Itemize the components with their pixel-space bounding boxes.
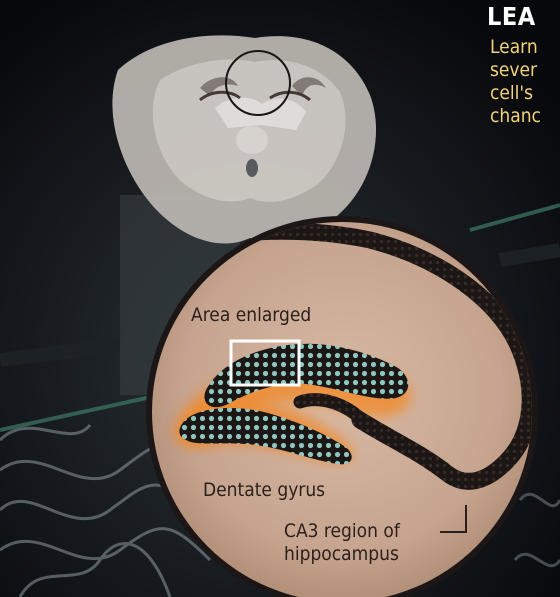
- intro-line: Learn: [490, 36, 560, 59]
- label-dentate-gyrus: Dentate gyrus: [203, 479, 325, 501]
- label-ca3-region: CA3 region of: [284, 520, 400, 542]
- label-area-enlarged: Area enlarged: [191, 304, 311, 326]
- intro-line: sever: [490, 59, 560, 82]
- page-title: LEA: [487, 2, 536, 31]
- intro-text: Learn sever cell's chanc: [490, 36, 560, 128]
- intro-line: cell's: [490, 82, 560, 105]
- label-hippocampus: hippocampus: [284, 543, 399, 565]
- intro-line: chanc: [490, 105, 560, 128]
